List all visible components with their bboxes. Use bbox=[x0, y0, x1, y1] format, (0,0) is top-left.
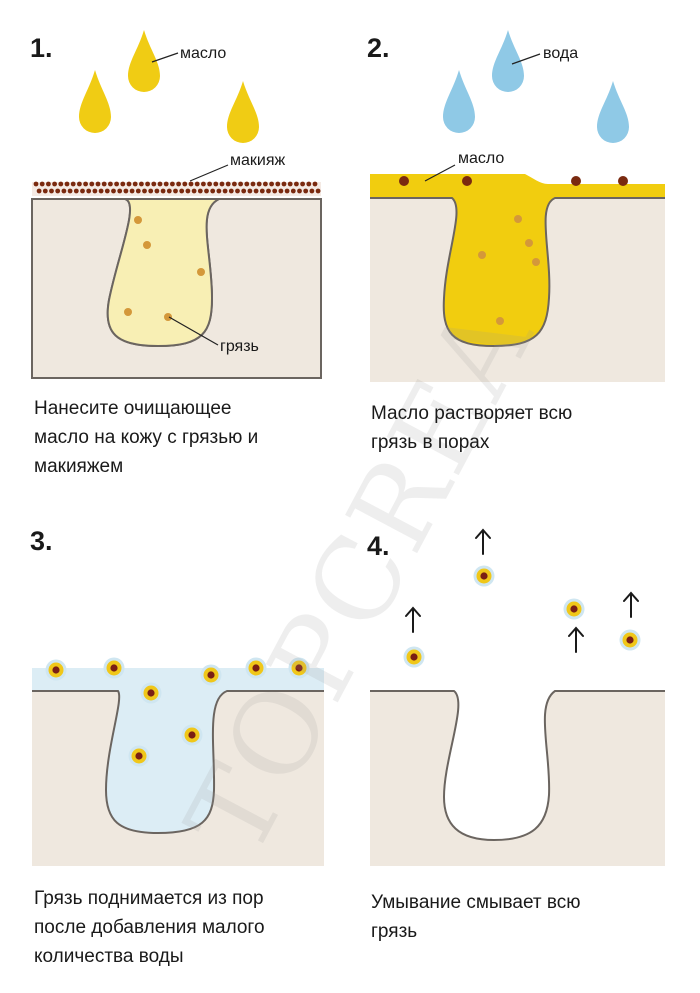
caption-step-3: Грязь поднимается из пор после добавлени… bbox=[34, 884, 334, 971]
water-drop-icon bbox=[443, 70, 475, 133]
dirt-particle-icon bbox=[563, 598, 585, 620]
caption-step-1: Нанесите очищающее масло на кожу с грязь… bbox=[34, 394, 334, 481]
oil-drop-icon bbox=[128, 30, 160, 92]
dirt-particle-icon bbox=[403, 646, 425, 668]
dirt-particles bbox=[124, 216, 205, 321]
caption-line: макияжем bbox=[34, 456, 124, 477]
dirt-particle-icon bbox=[619, 629, 641, 651]
caption-step-4: Умывание смывает всю грязь bbox=[371, 888, 671, 946]
dirt-particle-icon bbox=[473, 565, 495, 587]
water-drop-icon bbox=[492, 30, 524, 92]
oil-layer bbox=[370, 174, 665, 346]
dirt-particle-icon bbox=[143, 241, 151, 249]
clean-pore bbox=[444, 691, 555, 840]
caption-line: Грязь поднимается из пор bbox=[34, 888, 264, 909]
dirt-particle-icon bbox=[525, 239, 533, 247]
water-drop-icon bbox=[597, 81, 629, 143]
dirt-particle-icon bbox=[514, 215, 522, 223]
dirt-particle-icon bbox=[197, 268, 205, 276]
caption-line: грязь bbox=[371, 921, 418, 942]
caption-line: Нанесите очищающее bbox=[34, 398, 232, 419]
water-layer bbox=[32, 668, 324, 833]
dirt-particle-icon bbox=[478, 251, 486, 259]
panel-3: 3. bbox=[30, 526, 324, 866]
up-arrow-icon bbox=[568, 626, 584, 653]
dirt-particles bbox=[478, 215, 540, 325]
oil-drop-icon bbox=[79, 70, 111, 133]
rising-particles bbox=[403, 565, 641, 668]
label-oil: масло bbox=[180, 45, 226, 62]
caption-line: Масло растворяет всю bbox=[371, 403, 573, 424]
panel-2: 2. вода масло bbox=[367, 30, 665, 382]
oil-drop-icon bbox=[227, 81, 259, 143]
panel-1: 1. масло макияж грязь bbox=[30, 30, 322, 379]
up-arrow-icon bbox=[475, 528, 491, 555]
caption-line: грязь в порах bbox=[371, 432, 490, 453]
caption-line: масло на кожу с грязью и bbox=[34, 427, 259, 448]
dirt-particle-icon bbox=[496, 317, 504, 325]
step-number-3: 3. bbox=[30, 526, 53, 556]
makeup-layer bbox=[32, 181, 321, 196]
up-arrow-icon bbox=[405, 606, 421, 633]
dirt-particle-icon bbox=[45, 659, 67, 681]
dirt-particle-icon bbox=[140, 682, 162, 704]
label-makeup: макияж bbox=[230, 152, 286, 169]
label-oil-2: масло bbox=[458, 150, 504, 167]
label-water: вода bbox=[543, 45, 578, 62]
pore bbox=[106, 198, 220, 348]
up-arrows bbox=[405, 528, 639, 653]
dirt-particle-icon bbox=[103, 657, 125, 679]
dirt-particle-icon bbox=[200, 664, 222, 686]
caption-line: после добавления малого bbox=[34, 917, 265, 938]
caption-step-2: Масло растворяет всю грязь в порах bbox=[371, 399, 671, 457]
step-number-2: 2. bbox=[367, 33, 390, 63]
dirt-particle-icon bbox=[134, 216, 142, 224]
dirt-particle-icon bbox=[128, 745, 150, 767]
step-number-4: 4. bbox=[367, 531, 390, 561]
label-dirt: грязь bbox=[220, 338, 259, 355]
dirt-particle-icon bbox=[164, 313, 172, 321]
dirt-particle-icon bbox=[124, 308, 132, 316]
caption-line: количества воды bbox=[34, 946, 184, 967]
up-arrow-icon bbox=[623, 591, 639, 618]
step-number-1: 1. bbox=[30, 33, 53, 63]
caption-line: Умывание смывает всю bbox=[371, 892, 581, 913]
dirt-particle-icon bbox=[532, 258, 540, 266]
panel-4: 4. bbox=[367, 528, 665, 866]
